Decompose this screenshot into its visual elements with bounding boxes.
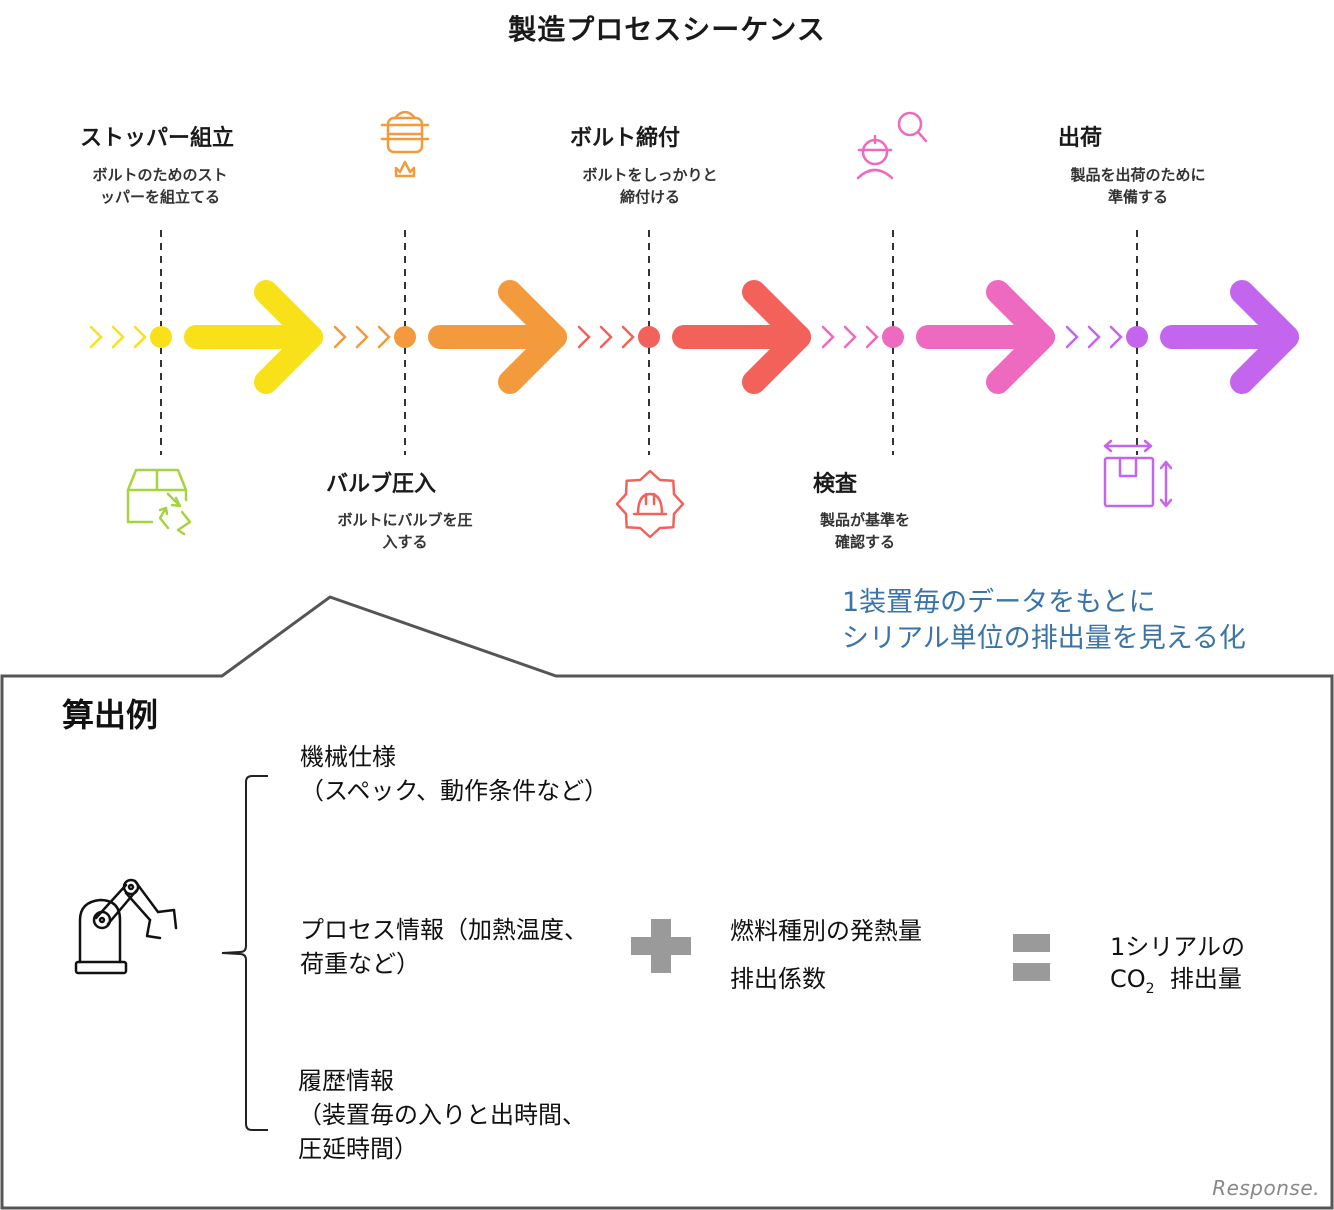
diagram-title: 製造プロセスシーケンス: [508, 13, 826, 46]
box-outline: [126, 468, 188, 524]
step-2-marker: [333, 230, 567, 455]
timeline-dot: [882, 326, 904, 348]
arrow-right-icon: [986, 280, 1055, 394]
chevron-icon: [599, 325, 613, 349]
calc-frame: [0, 595, 1334, 1210]
shoulders: [856, 168, 894, 180]
recycle-arrow-3: [158, 506, 170, 530]
result-line-2: CO2 排出量: [1110, 962, 1242, 1006]
input-history-info: 履歴情報 （装置毎の入りと出時間、 圧延時間）: [298, 1067, 586, 1163]
chevron-icon: [843, 325, 857, 349]
step-3-desc: ボルトをしっかりと 締付ける: [582, 166, 718, 206]
magnifier-lens: [897, 111, 923, 137]
input-process-info: プロセス情報（加熱温度、 荷重など）: [300, 916, 588, 978]
step-1-title: ストッパー組立: [80, 126, 235, 151]
timeline-dot: [150, 326, 172, 348]
chevron-icon: [1087, 325, 1101, 349]
arrow-right-icon: [1230, 280, 1299, 394]
flame: [394, 160, 416, 178]
equals-icon: [1013, 934, 1050, 981]
step-1-desc: ボルトのためのスト ッパーを組立てる: [92, 166, 228, 206]
result-co2: CO: [1110, 965, 1146, 993]
chevron-icon: [1109, 325, 1123, 349]
calc-example-title: 算出例: [62, 696, 159, 734]
width-arrow: [1103, 439, 1153, 453]
factor-emission-coefficient: 排出係数: [730, 965, 826, 993]
chevron-icon: [89, 325, 103, 349]
chevron-icon: [1065, 325, 1079, 349]
factor-heat-value: 燃料種別の発熱量: [730, 917, 922, 945]
steamer-pot-icon: [380, 110, 430, 178]
timeline-dot: [394, 326, 416, 348]
input-bracket: [221, 775, 268, 1131]
robot-arm-icon: [74, 878, 178, 975]
pot-lid: [393, 110, 417, 120]
step-5-title: 出荷: [1058, 126, 1103, 151]
equals-top: [1013, 934, 1050, 952]
chevron-icon: [821, 325, 835, 349]
result-emission: 排出量: [1169, 965, 1242, 993]
recycle-arrow-1: [166, 492, 182, 508]
recycle-arrow-2: [176, 510, 192, 536]
chevron-icon: [377, 325, 391, 349]
step-1-marker: [89, 230, 323, 455]
plus-horizontal: [631, 937, 691, 955]
result-line-1: 1シリアルの: [1110, 933, 1246, 961]
equals-bottom: [1013, 963, 1050, 981]
step-4-desc: 製品が基準を 確認する: [819, 511, 910, 551]
height-arrow: [1159, 460, 1173, 508]
arrow-right-icon: [742, 280, 811, 394]
robot-body: [78, 898, 122, 964]
step-4-marker: [821, 230, 1055, 455]
box-recycle-icon: [126, 468, 192, 536]
step-2-title: バルブ圧入: [326, 472, 437, 497]
response-watermark: Response.: [1212, 1176, 1320, 1200]
step-5-desc: 製品を出荷のために 準備する: [1070, 166, 1206, 206]
robot-joint-2-pin: [127, 883, 135, 891]
gear-outline: [615, 469, 685, 539]
visualization-note: 1装置毎のデータをもとに シリアル単位の排出量を見える化: [842, 587, 1246, 654]
package-box: [1103, 456, 1155, 508]
chevron-icon: [865, 325, 879, 349]
step-3-title: ボルト締付: [570, 126, 681, 151]
arrow-right-icon: [254, 280, 323, 394]
chevron-icon: [621, 325, 635, 349]
helmet: [632, 492, 668, 516]
step-5-marker: [1065, 230, 1299, 455]
input-machine-spec: 機械仕様 （スペック、動作条件など）: [300, 743, 609, 805]
plus-icon: [631, 919, 691, 973]
package-tape: [1118, 456, 1138, 478]
magnifier-handle: [916, 130, 928, 143]
chevron-icon: [111, 325, 125, 349]
robot-joint-1: [92, 910, 112, 930]
timeline-dot: [638, 326, 660, 348]
result-co2-subscript: 2: [1145, 980, 1155, 997]
robot-joint-1-pin: [98, 916, 106, 924]
timeline-dot: [1126, 326, 1148, 348]
arrow-right-icon: [498, 280, 567, 394]
chevron-icon: [133, 325, 147, 349]
robot-arm-2: [124, 879, 160, 922]
robot-base: [74, 960, 128, 975]
inspector-magnifier-icon: [856, 111, 928, 180]
step-3-marker: [577, 230, 811, 455]
gear-helmet-icon: [615, 469, 685, 539]
robot-gripper: [145, 908, 178, 940]
package-dimensions-icon: [1103, 439, 1173, 508]
chevron-icon: [333, 325, 347, 349]
chevron-icon: [577, 325, 591, 349]
chevron-icon: [355, 325, 369, 349]
step-4-title: 検査: [813, 472, 858, 497]
step-2-desc: ボルトにバルブを圧 入する: [337, 511, 473, 551]
